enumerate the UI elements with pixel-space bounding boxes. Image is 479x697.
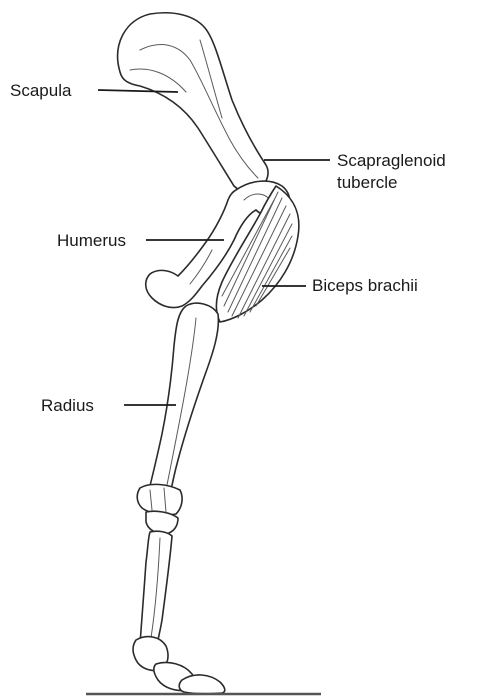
scapraglenoid-tubercle-label: Scapraglenoid tubercle: [337, 150, 446, 194]
cannon-bone: [140, 531, 172, 649]
scapraglenoid-label-line1: Scapraglenoid: [337, 150, 446, 172]
scapula-label: Scapula: [10, 81, 71, 101]
pastern-and-hoof: [133, 637, 225, 694]
scapula-bone: [118, 13, 268, 192]
biceps-brachii-label: Biceps brachii: [312, 276, 418, 296]
scapraglenoid-label-line2: tubercle: [337, 172, 446, 194]
radius-label: Radius: [41, 396, 94, 416]
carpal-bones: [137, 484, 182, 534]
humerus-label: Humerus: [57, 231, 126, 251]
